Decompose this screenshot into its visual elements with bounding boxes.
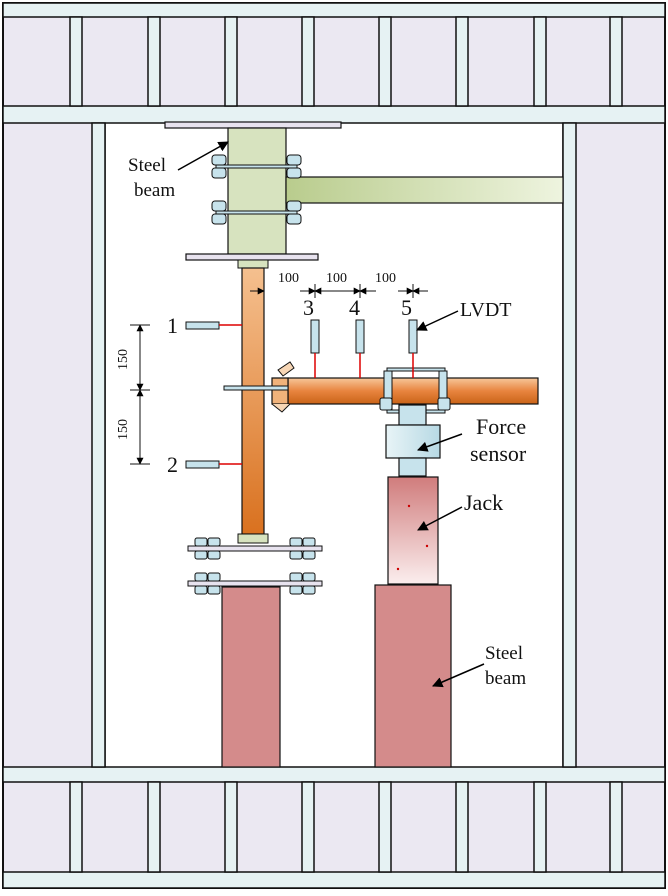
dimension-lines [130,284,428,465]
label-jack: Jack [464,490,503,515]
lvdt-1 [185,321,220,330]
dim-horizontal-2: 100 [326,271,347,286]
bottom-right-steel-beam [374,584,452,768]
force-sensor [385,404,441,477]
lvdt-number-3: 3 [303,295,314,320]
lvdt-number-1: 1 [167,313,178,338]
dim-vertical-2: 150 [116,419,131,440]
dimension-labels: 100 100 100 150 150 [116,271,396,440]
leader-arrows [177,141,485,688]
lvdt-number-5: 5 [401,295,412,320]
lvdt-sensors [185,319,418,469]
lvdt-2 [185,460,220,469]
lvdt-4 [355,319,365,354]
dim-horizontal-3: 100 [375,271,396,286]
lvdt-number-labels: 1 2 3 4 5 [167,295,412,477]
label-force-sensor-line1: Force [476,414,526,439]
lvdt-number-4: 4 [349,295,360,320]
label-force-sensor-line2: sensor [470,441,527,466]
text-labels: Steel beam LVDT Force sensor Jack Steel … [128,155,527,689]
hydraulic-jack [387,476,439,585]
label-steel-beam-bottom-line1: Steel [485,643,523,664]
lvdt-number-2: 2 [167,452,178,477]
label-lvdt: LVDT [460,299,511,321]
dim-vertical-1: 150 [116,349,131,370]
lvdt-5 [408,319,418,354]
bottom-left-support [187,537,323,768]
specimen-column [237,259,269,544]
label-steel-beam-top-line2: beam [134,180,175,201]
top-steel-assembly [164,121,564,261]
dim-horizontal-1: 100 [278,271,299,286]
lvdt-3 [310,319,320,354]
specimen-beam [223,361,539,414]
label-steel-beam-top-line1: Steel [128,155,166,176]
label-steel-beam-bottom-line2: beam [485,668,526,689]
